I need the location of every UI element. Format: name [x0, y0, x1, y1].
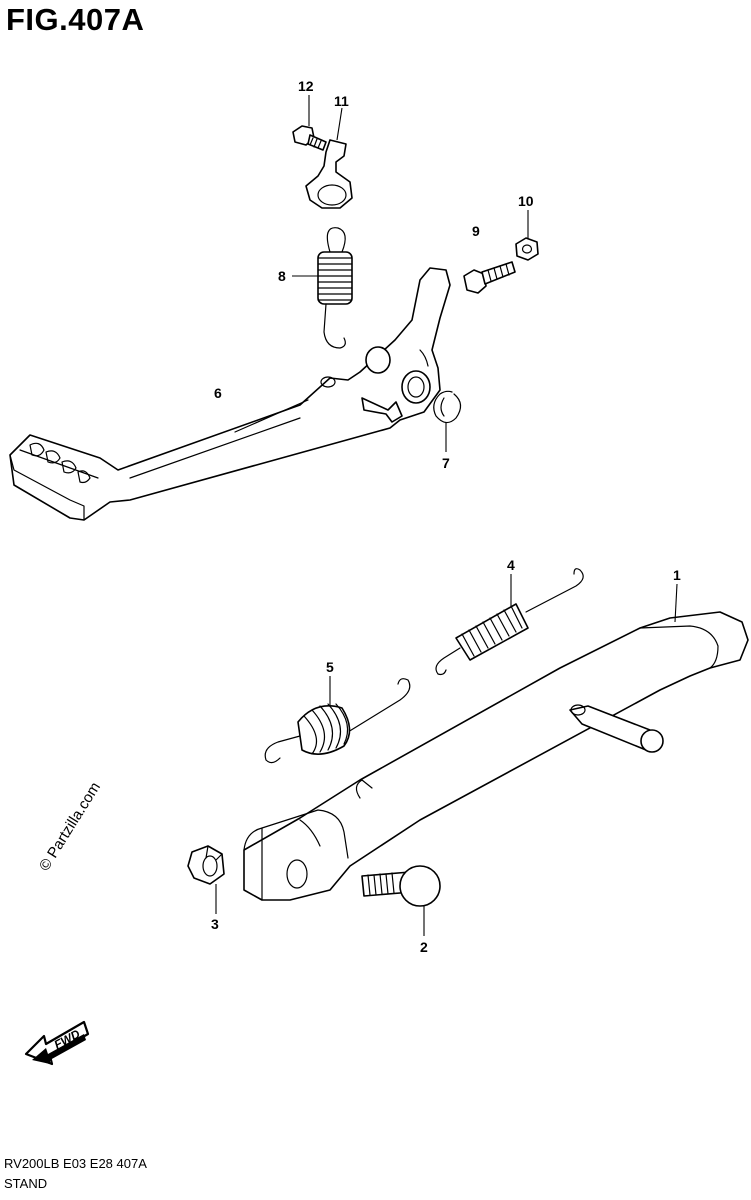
callout-1: 1	[673, 567, 681, 583]
callout-5: 5	[326, 659, 334, 675]
part-6-brake-pedal[interactable]	[9, 267, 451, 521]
part-7-circlip[interactable]	[433, 390, 462, 424]
callout-2: 2	[420, 939, 428, 955]
model-code: RV200LB E03 E28 407A	[4, 1156, 147, 1171]
callout-7: 7	[442, 455, 450, 471]
callout-8: 8	[278, 268, 286, 284]
section-name: STAND	[4, 1176, 48, 1191]
callout-3: 3	[211, 916, 219, 932]
part-1-side-stand[interactable]	[243, 611, 749, 901]
callout-numbers: 12 11 8 9 10 6 7 4 1 5 3 2	[211, 78, 681, 955]
part-8-spring[interactable]	[317, 227, 353, 349]
fwd-arrow-icon: FWD	[24, 1020, 90, 1066]
part-3-nut[interactable]	[187, 845, 225, 885]
part-12-bolt[interactable]	[292, 125, 327, 151]
callout-9: 9	[472, 223, 480, 239]
callout-11: 11	[334, 93, 349, 109]
part-10-nut[interactable]	[515, 237, 539, 261]
part-5-spring[interactable]	[264, 678, 411, 764]
part-9-bolt[interactable]	[463, 261, 516, 294]
part-4-spring[interactable]	[435, 568, 584, 676]
leader-lines	[215, 95, 678, 936]
callout-4: 4	[507, 557, 515, 573]
callout-12: 12	[298, 78, 314, 94]
callout-6: 6	[214, 385, 222, 401]
part-2-pivot-bolt[interactable]	[361, 865, 441, 907]
callout-10: 10	[518, 193, 534, 209]
figure-title: FIG.407A	[6, 2, 145, 37]
part-11-plate[interactable]	[305, 139, 353, 209]
